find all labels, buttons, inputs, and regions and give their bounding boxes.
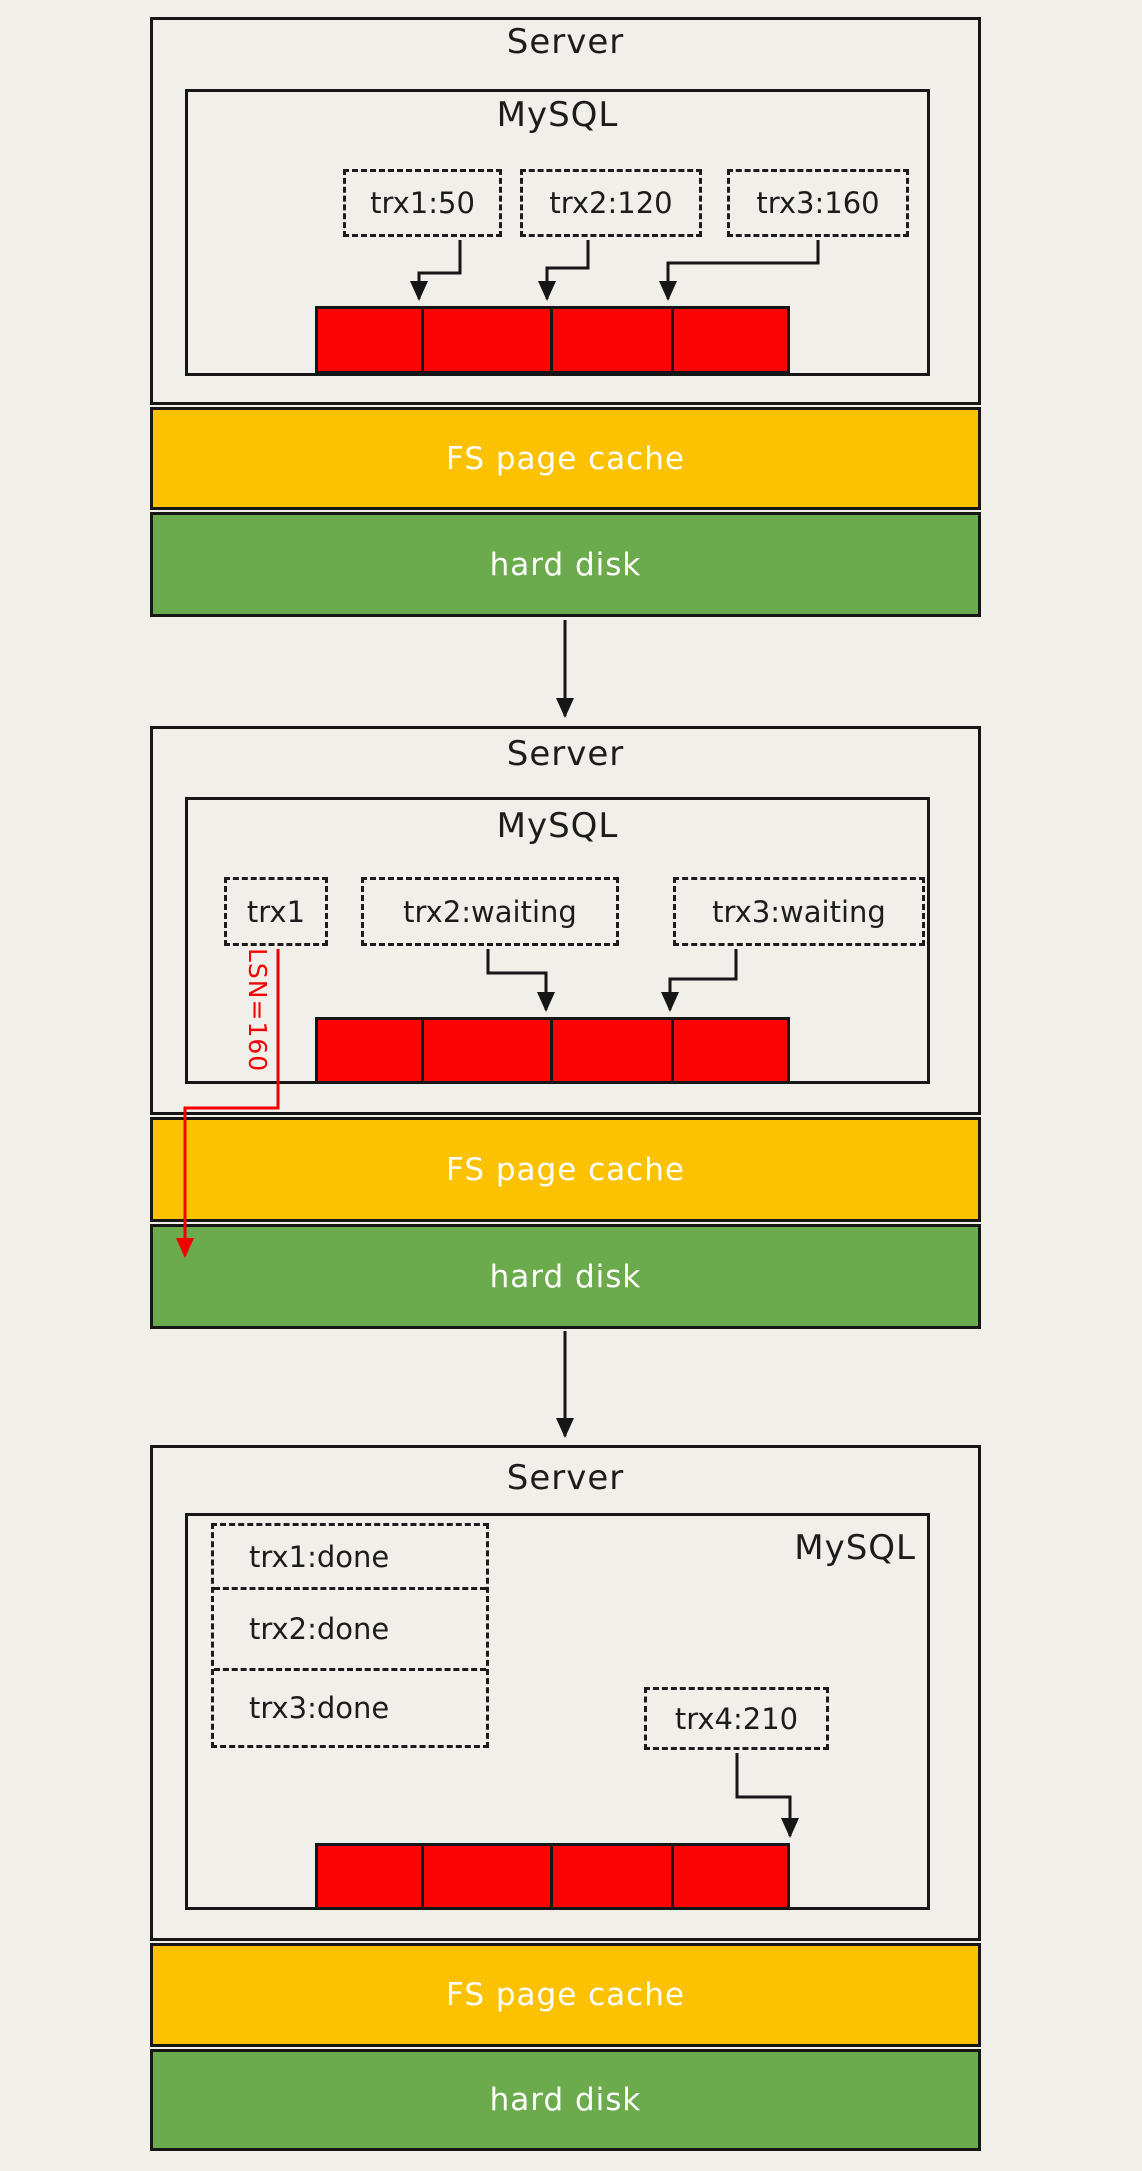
transaction-label: trx1 <box>246 894 306 929</box>
transaction-label: trx3:waiting <box>712 894 886 929</box>
buffer-segment-divider <box>671 1846 674 1907</box>
buffer-segment-divider <box>421 1846 424 1907</box>
buffer-segment-divider <box>671 1020 674 1081</box>
log-buffer-bar <box>315 1017 790 1084</box>
server-box <box>150 1445 981 1941</box>
server-box <box>150 17 981 405</box>
fs-page-cache-bar: FS page cache <box>150 1117 981 1222</box>
hard-disk-bar: hard disk <box>150 512 981 617</box>
transaction-label: trx2:waiting <box>403 894 577 929</box>
transaction-label: trx2:120 <box>549 186 673 220</box>
transaction-box-trx3: trx3:160 <box>727 169 909 237</box>
transaction-box-trx4: trx4:210 <box>644 1687 829 1750</box>
buffer-segment-divider <box>550 1020 553 1081</box>
transaction-box-trx3-done: trx3:done <box>214 1671 486 1745</box>
server-box <box>150 726 981 1115</box>
fs-page-cache-bar: FS page cache <box>150 1943 981 2047</box>
transaction-label: trx4:210 <box>674 1701 799 1736</box>
mysql-label: MySQL <box>496 95 619 135</box>
server-label: Server <box>506 734 625 774</box>
server-label: Server <box>506 1458 625 1498</box>
hard-disk-bar: hard disk <box>150 2049 981 2151</box>
transaction-label: trx3:done <box>249 1691 390 1725</box>
hard-disk-label: hard disk <box>489 546 642 583</box>
transaction-box-trx1-done: trx1:done <box>214 1526 486 1590</box>
transaction-box-trx1: trx1:50 <box>343 169 502 237</box>
log-buffer-bar <box>315 306 790 374</box>
transaction-label: trx1:50 <box>370 186 475 220</box>
fs-page-cache-label: FS page cache <box>446 440 685 477</box>
buffer-segment-divider <box>550 1846 553 1907</box>
transaction-label: trx2:done <box>249 1612 390 1646</box>
buffer-segment-divider <box>421 309 424 371</box>
fs-page-cache-label: FS page cache <box>446 1151 685 1188</box>
hard-disk-label: hard disk <box>489 1258 642 1295</box>
fs-page-cache-bar: FS page cache <box>150 407 981 510</box>
hard-disk-bar: hard disk <box>150 1224 981 1329</box>
hard-disk-label: hard disk <box>489 2082 642 2118</box>
buffer-segment-divider <box>550 309 553 371</box>
transaction-box-trx2-waiting: trx2:waiting <box>361 877 619 946</box>
mysql-label: MySQL <box>794 1528 916 1568</box>
mysql-box <box>185 89 930 376</box>
transaction-box-trx3-waiting: trx3:waiting <box>673 877 925 946</box>
mysql-label: MySQL <box>496 806 619 846</box>
buffer-segment-divider <box>671 309 674 371</box>
transaction-box-trx2-done: trx2:done <box>214 1590 486 1671</box>
server-label: Server <box>506 22 625 62</box>
transaction-label: trx1:done <box>249 1539 390 1574</box>
lsn-annotation: LSN=160 <box>243 948 272 1073</box>
transaction-box-trx2: trx2:120 <box>520 169 702 237</box>
done-transactions-stack: trx1:done trx2:done trx3:done <box>211 1523 489 1748</box>
buffer-segment-divider <box>421 1020 424 1081</box>
log-buffer-bar <box>315 1843 790 1910</box>
fs-page-cache-label: FS page cache <box>446 1977 685 2013</box>
transaction-box-trx1: trx1 <box>224 877 328 946</box>
transaction-label: trx3:160 <box>756 186 880 220</box>
